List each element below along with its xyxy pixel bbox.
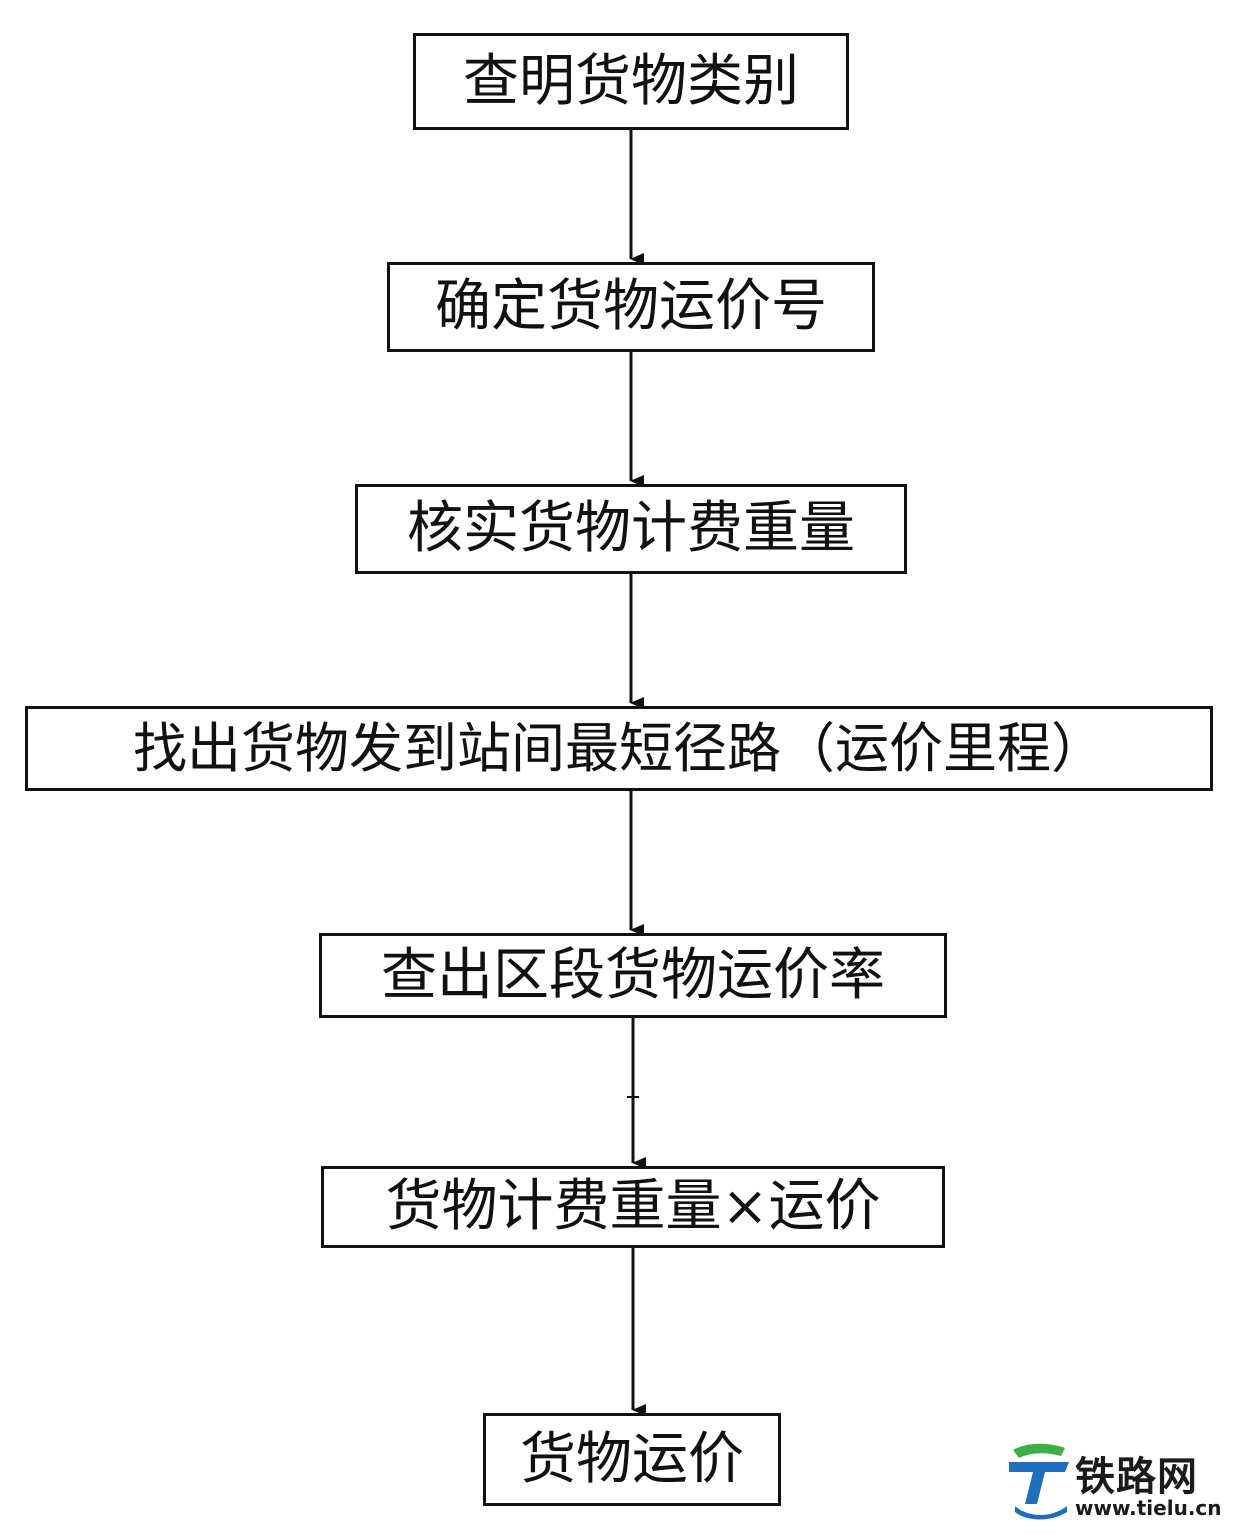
watermark-url: www.tielu.cn: [1075, 1496, 1222, 1520]
step-cargo-freight: 货物运价: [483, 1413, 781, 1506]
step-identify-cargo-category: 查明货物类别: [413, 33, 849, 130]
step-label: 查明货物类别: [463, 48, 799, 114]
watermark-name: 铁路网: [1075, 1454, 1198, 1500]
step-label: 货物运价: [520, 1426, 744, 1492]
step-verify-chargeable-weight: 核实货物计费重量: [355, 484, 907, 574]
step-label: 货物计费重量×运价: [385, 1174, 881, 1239]
step-look-up-section-rate: 查出区段货物运价率: [319, 933, 947, 1018]
step-weight-times-rate: 货物计费重量×运价: [321, 1166, 945, 1248]
step-find-shortest-route: 找出货物发到站间最短径路（运价里程）: [25, 706, 1213, 791]
step-label: 找出货物发到站间最短径路（运价里程）: [133, 716, 1105, 780]
watermark-logo: 铁路网 www.tielu.cn: [1005, 1440, 1245, 1530]
step-label: 查出区段货物运价率: [381, 942, 885, 1008]
step-determine-rate-number: 确定货物运价号: [387, 262, 875, 352]
step-label: 确定货物运价号: [435, 274, 827, 339]
step-label: 核实货物计费重量: [407, 496, 855, 561]
tielu-logo-icon: [1009, 1443, 1069, 1520]
